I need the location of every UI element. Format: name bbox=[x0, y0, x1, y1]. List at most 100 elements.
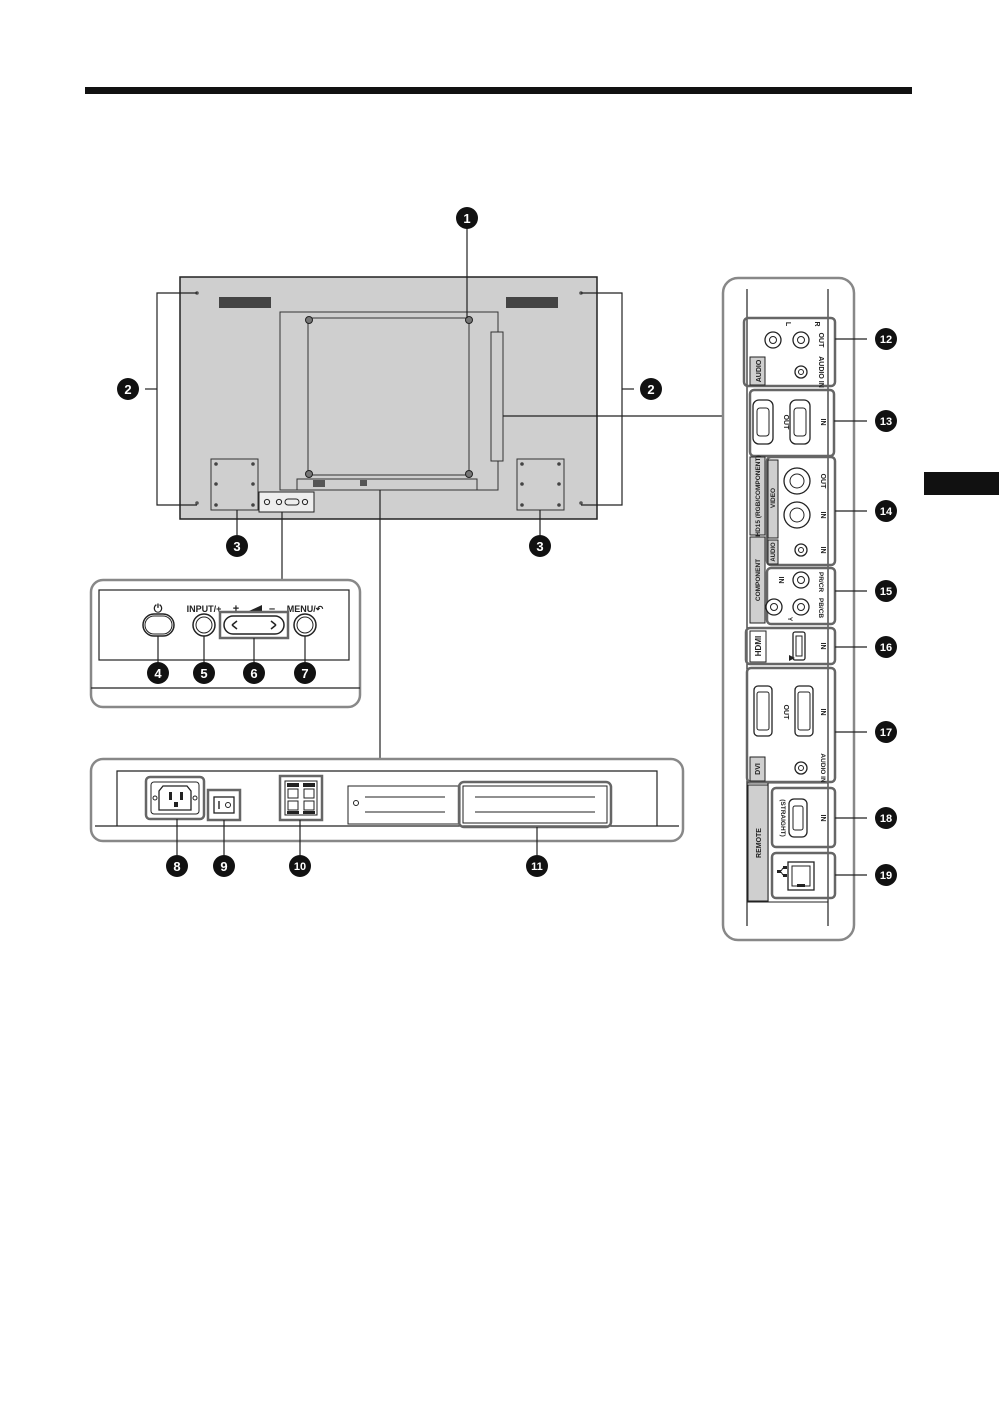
component-pb-jack[interactable] bbox=[793, 599, 809, 615]
side-connector-strip bbox=[491, 332, 503, 461]
svg-text:3: 3 bbox=[233, 539, 240, 554]
svg-text:10: 10 bbox=[294, 861, 306, 873]
video-in-jack[interactable] bbox=[784, 502, 810, 528]
hdmi-logo: HDMI bbox=[754, 636, 763, 656]
video-audio-in-label: IN bbox=[819, 547, 826, 554]
audio-in-jack[interactable] bbox=[795, 366, 807, 378]
callout-6: 6 bbox=[243, 662, 265, 684]
callout-16: 16 bbox=[875, 636, 897, 658]
remote-in-label: IN bbox=[819, 815, 826, 822]
callout-5: 5 bbox=[193, 662, 215, 684]
bottom-panel-detail bbox=[91, 759, 683, 841]
callout-19: 19 bbox=[875, 864, 897, 886]
svg-text:9: 9 bbox=[220, 859, 227, 874]
svg-text:19: 19 bbox=[880, 870, 892, 882]
callout-13: 13 bbox=[875, 410, 897, 432]
callout-18: 18 bbox=[875, 807, 897, 829]
callout-11: 11 bbox=[526, 855, 548, 877]
svg-text:15: 15 bbox=[880, 586, 892, 598]
svg-text:6: 6 bbox=[250, 666, 257, 681]
svg-text:12: 12 bbox=[880, 334, 892, 346]
svg-text:2: 2 bbox=[647, 382, 654, 397]
side-connector-panel: L R OUT AUDIO AUDIO IN OUT IN HD15 (RGB/… bbox=[723, 278, 854, 940]
callout-15: 15 bbox=[875, 580, 897, 602]
hd15-in-port[interactable] bbox=[790, 400, 810, 444]
ac-inlet[interactable] bbox=[151, 782, 199, 814]
dvi-in-label: IN bbox=[819, 709, 826, 716]
svg-text:2: 2 bbox=[124, 382, 131, 397]
hd15-out-label: OUT bbox=[782, 415, 789, 431]
callout-3-right: 3 bbox=[529, 535, 551, 557]
video-in-label: IN bbox=[819, 512, 826, 519]
center-panel bbox=[280, 312, 498, 490]
svg-text:7: 7 bbox=[301, 666, 308, 681]
power-symbol: ⏻ bbox=[154, 602, 163, 615]
svg-text:5: 5 bbox=[200, 666, 207, 681]
video-audio-in-jack[interactable] bbox=[795, 544, 807, 556]
svg-text:14: 14 bbox=[880, 506, 893, 518]
pb-cb-label: PB/CB bbox=[817, 598, 824, 619]
video-out-jack[interactable] bbox=[784, 468, 810, 494]
svg-text:3: 3 bbox=[536, 539, 543, 554]
callout-10: 10 bbox=[289, 855, 311, 877]
audio-out-r-jack[interactable] bbox=[793, 332, 809, 348]
callout-3-left: 3 bbox=[226, 535, 248, 557]
svg-text:8: 8 bbox=[173, 859, 180, 874]
input-label: INPUT/+ bbox=[187, 604, 222, 614]
control-strip bbox=[259, 492, 314, 512]
option-slot[interactable] bbox=[463, 786, 607, 823]
audio-out-l-jack[interactable] bbox=[765, 332, 781, 348]
hd15-out-port[interactable] bbox=[753, 400, 773, 444]
callout-2-right: 2 bbox=[640, 378, 662, 400]
audio-in-label: AUDIO IN bbox=[817, 356, 824, 388]
remote-rs232-port[interactable] bbox=[789, 799, 807, 837]
hd15-in-label: IN bbox=[819, 419, 826, 426]
svg-text:16: 16 bbox=[880, 642, 892, 654]
dvi-out-label: OUT bbox=[782, 705, 789, 721]
side-tab bbox=[924, 472, 999, 495]
menu-label: MENU/↶ bbox=[287, 604, 324, 614]
svg-text:13: 13 bbox=[880, 416, 892, 428]
svg-text:11: 11 bbox=[531, 861, 543, 873]
display-back bbox=[180, 277, 597, 519]
callout-2-left: 2 bbox=[117, 378, 139, 400]
component-in-label: IN bbox=[777, 577, 784, 584]
callout-12: 12 bbox=[875, 328, 897, 350]
power-button[interactable] bbox=[143, 614, 174, 636]
audio-group-label: AUDIO bbox=[756, 359, 763, 382]
video-group-label: VIDEO bbox=[770, 488, 777, 508]
video-out-label: OUT bbox=[819, 474, 826, 490]
straight-label: (STRAIGHT) bbox=[779, 799, 786, 837]
callout-9: 9 bbox=[213, 855, 235, 877]
remote-group-label: REMOTE bbox=[756, 828, 763, 858]
callout-17: 17 bbox=[875, 721, 897, 743]
slot-cover-left bbox=[348, 786, 460, 824]
svg-text:1: 1 bbox=[463, 211, 470, 226]
hd15-group-label: HD15 (RGB/COMPONENT) bbox=[755, 455, 762, 536]
header-rule bbox=[85, 87, 912, 94]
speaker-plate-left bbox=[211, 459, 258, 510]
video-audio-group-label: AUDIO bbox=[771, 542, 777, 562]
control-panel-detail: ⏻ INPUT/+ + – MENU/↶ bbox=[91, 580, 360, 707]
speaker-plate-right bbox=[517, 459, 564, 510]
dvi-audio-in-jack[interactable] bbox=[795, 762, 807, 774]
pr-cr-label: PR/CR bbox=[817, 572, 824, 593]
svg-text:4: 4 bbox=[154, 666, 162, 681]
handle-left bbox=[219, 297, 271, 308]
callout-4: 4 bbox=[147, 662, 169, 684]
dvi-group-label: DVI bbox=[755, 763, 762, 775]
component-pr-jack[interactable] bbox=[793, 572, 809, 588]
callout-14: 14 bbox=[875, 500, 897, 522]
callout-7: 7 bbox=[294, 662, 316, 684]
svg-text:17: 17 bbox=[880, 727, 892, 739]
audio-r-label: R bbox=[813, 321, 820, 326]
audio-out-label: OUT bbox=[817, 333, 824, 349]
component-y-jack[interactable] bbox=[766, 599, 782, 615]
svg-text:18: 18 bbox=[880, 813, 892, 825]
callout-1: 1 bbox=[456, 207, 478, 229]
component-group-label: COMPONENT bbox=[755, 559, 762, 601]
dvi-audio-in-label: AUDIO IN bbox=[819, 753, 826, 783]
y-label: Y bbox=[786, 617, 793, 622]
callout-8: 8 bbox=[166, 855, 188, 877]
